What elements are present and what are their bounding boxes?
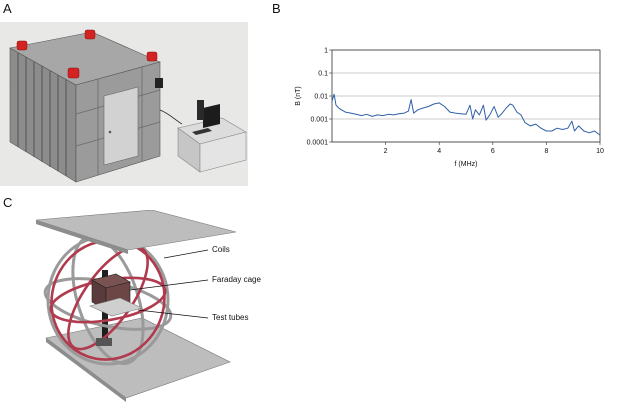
callout-lines	[129, 249, 209, 319]
panel-letter-c: C	[3, 195, 13, 210]
room-side-ribs	[17, 53, 67, 176]
roof-fixtures	[16, 29, 158, 79]
x-tick-label: 8	[544, 148, 548, 155]
post-base	[96, 338, 112, 346]
y-tick-label: 0.1	[318, 71, 328, 78]
test-tube-platform	[89, 297, 143, 317]
y-axis-label: B (nT)	[295, 86, 302, 105]
plot-frame	[331, 49, 601, 143]
label-coils: Coils	[212, 245, 230, 254]
keyboard	[192, 128, 212, 135]
x-axis-label: f (MHz)	[455, 161, 478, 168]
panel-letter-a: A	[3, 1, 12, 16]
coil-system-illustration	[35, 210, 237, 402]
y-tick-label: 0.0001	[307, 140, 329, 147]
bottom-plate-edge	[46, 338, 126, 402]
magnetic-field-spectrum-chart: 1 0.1 0.01 0.001 0.0001 2 4 6 8 10 f (MHz) B (nT)	[295, 48, 604, 169]
shielded-room-illustration	[0, 22, 248, 186]
monitor	[203, 104, 220, 128]
y-tick-label: 1	[324, 48, 328, 55]
y-tick-label: 0.001	[310, 117, 328, 124]
pc-tower	[197, 100, 204, 120]
label-test-tubes: Test tubes	[212, 313, 249, 322]
top-plate-edge	[36, 220, 128, 254]
panel-letter-b: B	[272, 1, 281, 16]
x-tick-label: 4	[437, 148, 441, 155]
x-tick-label: 6	[491, 148, 495, 155]
wall-box	[155, 78, 163, 88]
x-tick-label: 10	[596, 148, 604, 155]
door-handle	[108, 130, 112, 134]
cable	[159, 109, 183, 125]
label-faraday-cage: Faraday cage	[212, 275, 261, 284]
x-tick-label: 2	[384, 148, 388, 155]
top-plate	[35, 210, 237, 251]
desk-side	[199, 131, 247, 173]
series-line	[331, 93, 601, 136]
room-door	[103, 86, 139, 166]
y-tick-label: 0.01	[314, 94, 328, 101]
